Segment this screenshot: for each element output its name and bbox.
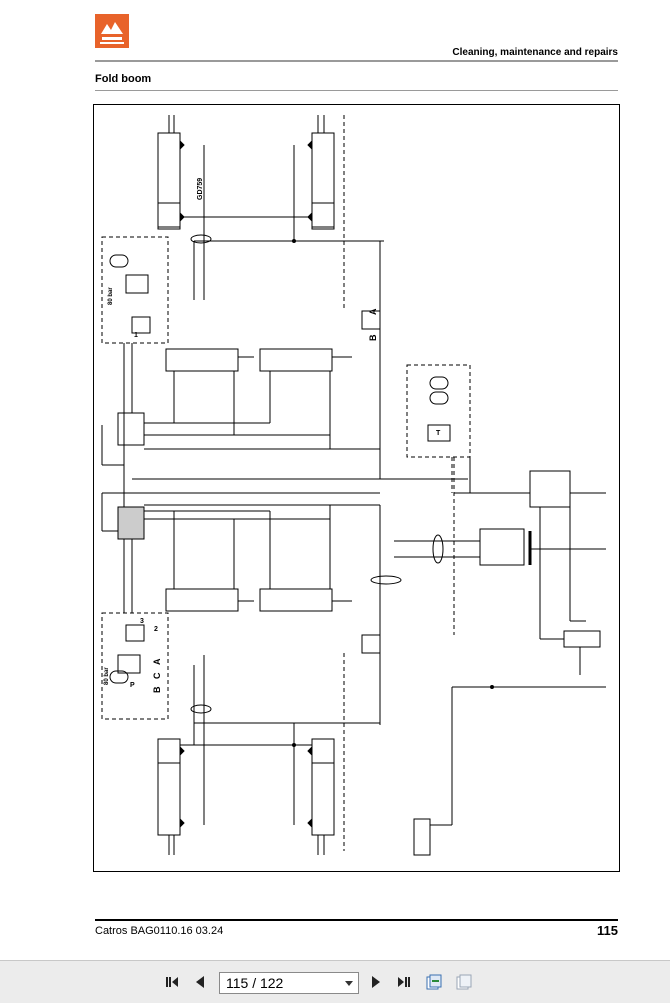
port-a-top-label: A <box>368 308 378 315</box>
chevron-down-icon <box>345 981 353 986</box>
page-selector-value: 115 / 122 <box>226 975 284 991</box>
viewer-toolbar: 115 / 122 <box>0 960 670 1003</box>
page-selector[interactable]: 115 / 122 <box>219 972 359 994</box>
footer-page-number: 115 <box>597 923 618 938</box>
pressure-label-bottom: 80 bar <box>104 667 110 685</box>
header-divider <box>95 60 618 62</box>
prev-page-icon[interactable] <box>191 973 209 991</box>
amazone-logo-icon <box>95 14 129 48</box>
port-t-label: T <box>436 430 441 437</box>
port-c-bottom-label: C <box>152 672 162 679</box>
first-page-icon[interactable] <box>163 973 181 991</box>
page-title: Fold boom <box>95 73 152 85</box>
port-number-2: 2 <box>154 626 158 633</box>
fit-page-icon[interactable] <box>425 973 443 991</box>
port-b-top-label: B <box>368 334 378 341</box>
footer-divider <box>95 919 618 921</box>
fit-width-icon[interactable] <box>455 973 473 991</box>
hydraulic-diagram: GD759 80 bar 80 bar B A B A C 1 2 3 P T <box>93 104 620 872</box>
header-section-title: Cleaning, maintenance and repairs <box>452 47 618 58</box>
port-p-label: P <box>130 682 135 689</box>
title-divider <box>95 90 618 91</box>
port-number-3: 3 <box>140 618 144 625</box>
port-a-bottom-label: A <box>152 658 162 665</box>
document-page: Cleaning, maintenance and repairs Fold b… <box>93 14 620 938</box>
pressure-label-top: 80 bar <box>108 287 114 305</box>
last-page-icon[interactable] <box>395 973 413 991</box>
port-number-1: 1 <box>134 332 138 339</box>
port-b-bottom-label: B <box>152 686 162 693</box>
diagram-code-label: GD759 <box>197 178 204 200</box>
next-page-icon[interactable] <box>367 973 385 991</box>
footer-doc-info: Catros BAG0110.16 03.24 <box>95 925 224 937</box>
